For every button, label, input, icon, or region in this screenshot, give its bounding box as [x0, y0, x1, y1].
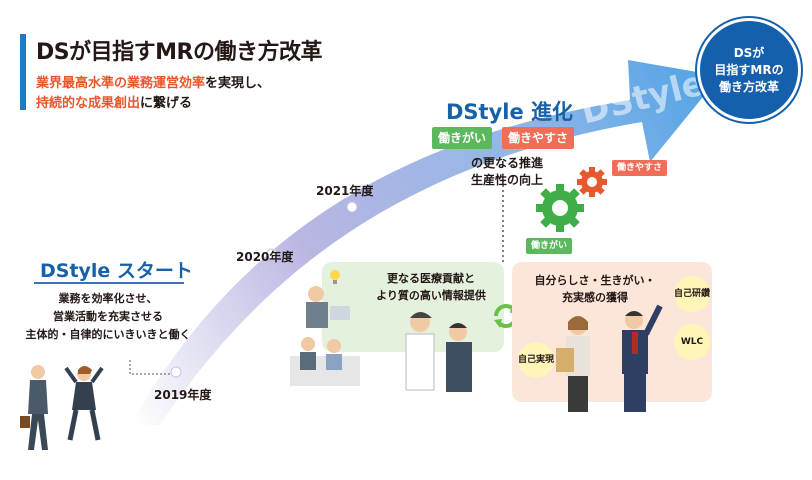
year-2020: 2020年度 [236, 250, 294, 264]
subtitle-line-1: 業界最高水準の業務運営効率を実現し、 [36, 72, 270, 91]
subtitle-rest-2: に繋げる [140, 96, 193, 111]
gear-tag-hatarakigai: 働きがい [526, 238, 573, 254]
start-title: DStyle スタート [40, 260, 193, 282]
panel-green-line-1: 更なる医療貢献と [387, 272, 475, 285]
subtitle-rest-1: を実現し、 [205, 76, 271, 91]
year-dot-2020 [266, 248, 278, 260]
evolution-title: DStyle 進化 [446, 100, 574, 124]
goal-line-2: 目指すMRの [714, 62, 784, 77]
lightbulb-icon [330, 270, 340, 284]
year-dot-2021 [346, 201, 358, 213]
subtitle-highlight-2: 持続的な成果創出 [36, 96, 141, 111]
bubble-self-realization: 自己実現 [518, 342, 554, 378]
panel-green-line-2: より質の高い情報提供 [376, 289, 486, 302]
business-people-illustration [20, 365, 104, 450]
page-title: DSが目指すMRの働き方改革 [36, 40, 322, 65]
start-connector [129, 360, 172, 375]
start-line-1: 業務を効率化させ、 [58, 292, 158, 305]
gear-tag-hatarakiyasusa: 働きやすさ [612, 160, 668, 176]
start-line-2: 営業活動を充実させる [53, 310, 163, 323]
subtitle-highlight-1: 業界最高水準の業務運営効率 [36, 76, 206, 91]
subtitle-line-2: 持続的な成果創出に繋げる [36, 92, 192, 111]
panel-orange-line-1: 自分らしさ・生きがい・ [534, 274, 656, 287]
year-2019: 2019年度 [154, 388, 212, 402]
year-dot-2019 [170, 366, 182, 378]
evolution-line-1: の更なる推進 [470, 156, 543, 170]
year-2021: 2021年度 [316, 184, 374, 198]
start-description: 業務を効率化させ、 営業活動を充実させる 主体的・自律的にいきいきと働く [10, 290, 206, 344]
bubble-self-study: 自己研鑽 [674, 276, 710, 312]
goal-badge: DSが 目指すMRの 働き方改革 [697, 18, 801, 122]
panel-orange-text: 自分らしさ・生きがい・ 充実感の獲得 [520, 272, 670, 306]
panel-green-text: 更なる医療貢献と より質の高い情報提供 [356, 270, 506, 304]
title-accent-bar [20, 34, 26, 110]
tag-hatarakigai: 働きがい [432, 127, 493, 149]
tag-hatarakiyasusa: 働きやすさ [502, 127, 575, 149]
gears-icon [536, 167, 607, 232]
bubble-wlc: WLC [674, 324, 710, 360]
evolution-line-2: 生産性の向上 [470, 173, 543, 187]
start-underline [34, 282, 184, 284]
start-line-3: 主体的・自律的にいきいきと働く [25, 328, 191, 341]
office-team-illustration [290, 286, 472, 392]
celebrating-people-illustration [556, 304, 663, 412]
goal-line-1: DSが [733, 45, 765, 60]
panel-orange-line-2: 充実感の獲得 [562, 291, 628, 304]
goal-line-3: 働き方改革 [718, 79, 779, 94]
